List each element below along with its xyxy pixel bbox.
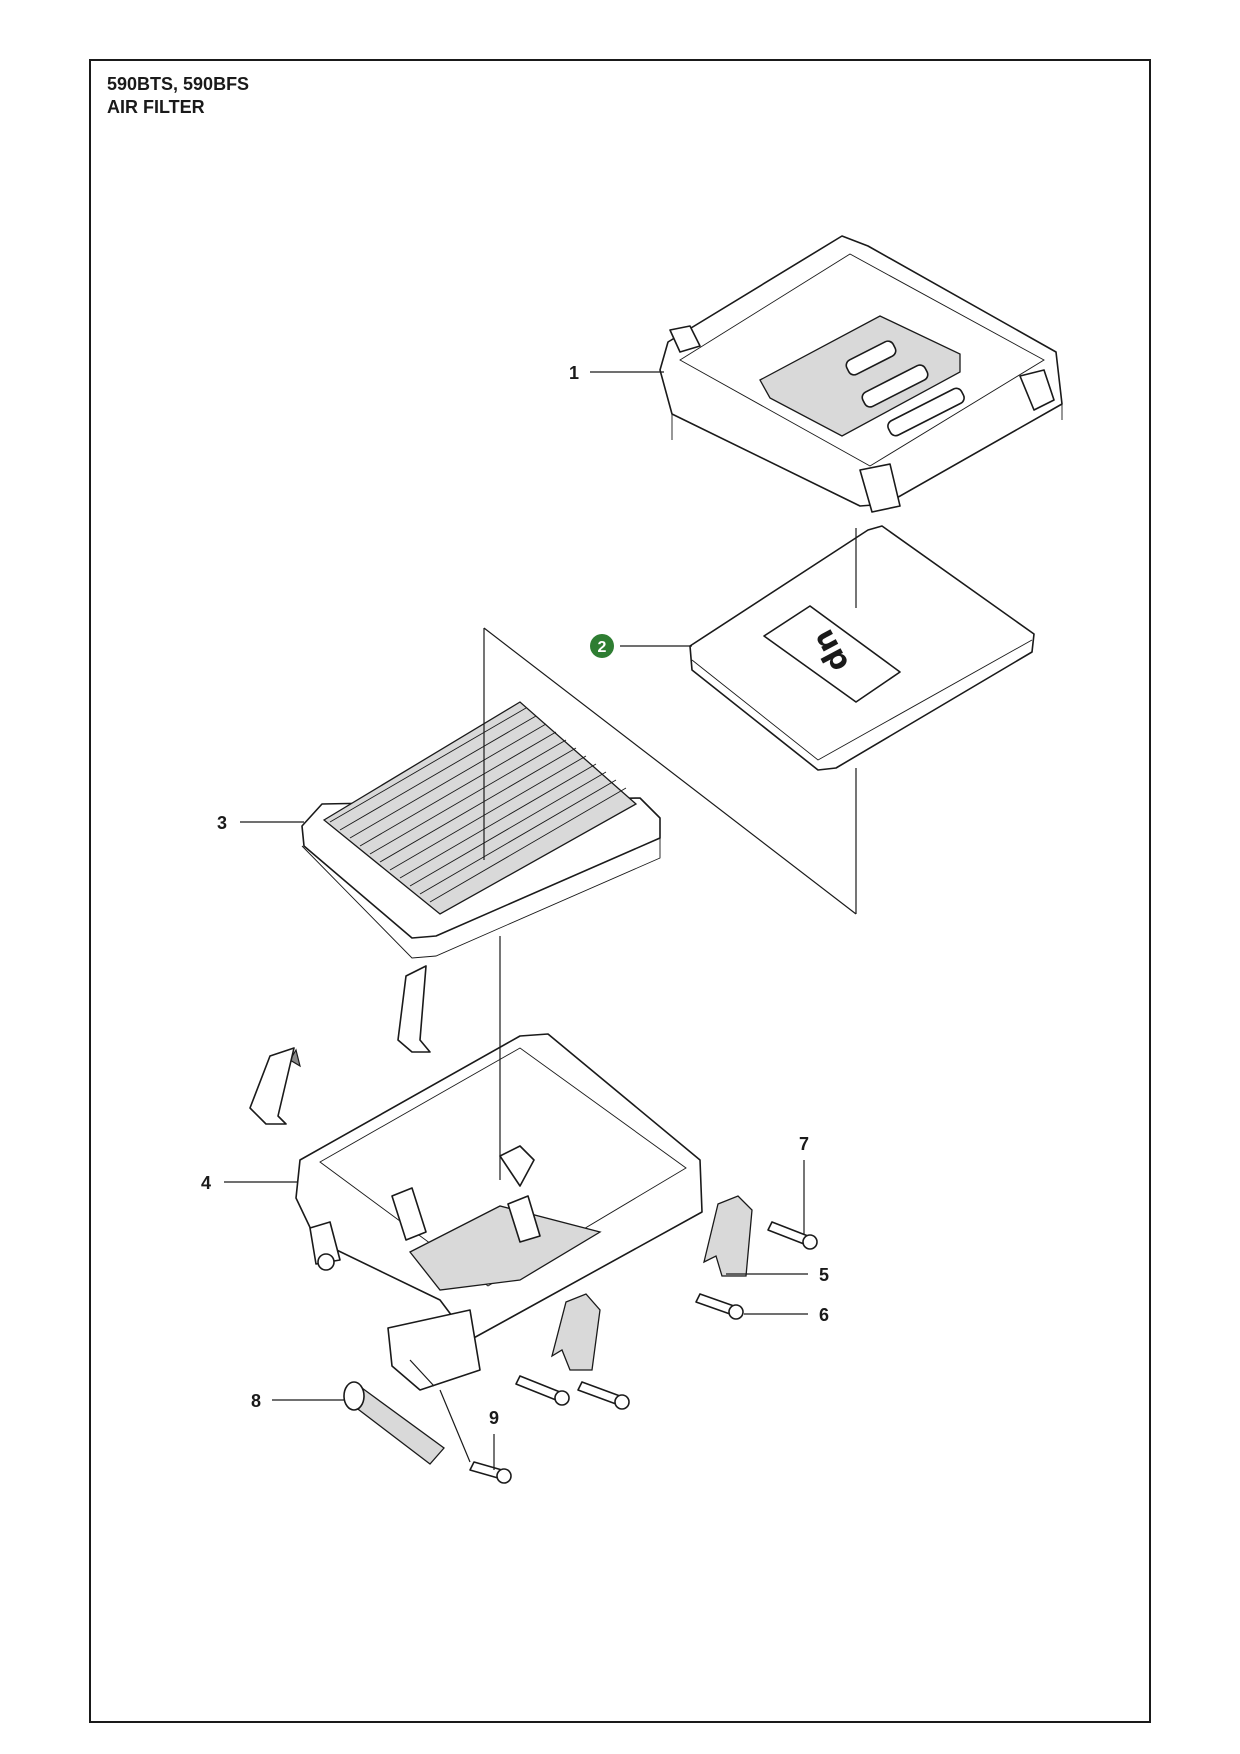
callout-label: 6 — [819, 1305, 829, 1325]
callout-6[interactable]: 6 — [744, 1305, 829, 1325]
callout-label: 9 — [489, 1408, 499, 1428]
callout-4[interactable]: 4 — [201, 1173, 298, 1193]
part-7-screws[interactable] — [515, 1221, 818, 1406]
part-8-connector[interactable] — [343, 1381, 445, 1465]
housing-clip-left — [249, 1047, 295, 1125]
callout-label: 5 — [819, 1265, 829, 1285]
section-name: AIR FILTER — [107, 97, 205, 117]
part-1-filter-cover[interactable] — [659, 235, 1063, 513]
callout-2[interactable]: 2 — [590, 634, 692, 658]
part-9-screw[interactable] — [469, 1461, 512, 1484]
model-numbers: 590BTS, 590BFS — [107, 74, 250, 94]
part-2-prefilter[interactable]: up — [689, 525, 1035, 771]
callout-label: 3 — [217, 813, 227, 833]
drawing-frame — [89, 59, 1151, 1723]
callout-7[interactable]: 7 — [799, 1134, 809, 1234]
housing-clip-rear — [397, 965, 431, 1053]
callout-1[interactable]: 1 — [569, 363, 664, 383]
callout-9[interactable]: 9 — [489, 1408, 499, 1470]
callout-label: 8 — [251, 1391, 261, 1411]
callout-label: 1 — [569, 363, 579, 383]
callout-5[interactable]: 5 — [726, 1265, 829, 1285]
assembly-lines — [409, 528, 857, 1463]
part-3-filter-element[interactable] — [301, 701, 661, 959]
callout-8[interactable]: 8 — [251, 1391, 344, 1411]
callout-label: 7 — [799, 1134, 809, 1154]
page-title: 590BTS, 590BFS AIR FILTER — [107, 73, 249, 119]
callout-label: 2 — [598, 639, 607, 656]
part-5-latches[interactable] — [550, 1195, 753, 1371]
callout-3[interactable]: 3 — [217, 813, 304, 833]
part-6-screws[interactable] — [577, 1293, 744, 1410]
callout-label: 4 — [201, 1173, 211, 1193]
highlight-badge — [590, 634, 614, 658]
part-4-filter-housing[interactable] — [249, 965, 703, 1391]
filter-pleats — [329, 707, 627, 903]
